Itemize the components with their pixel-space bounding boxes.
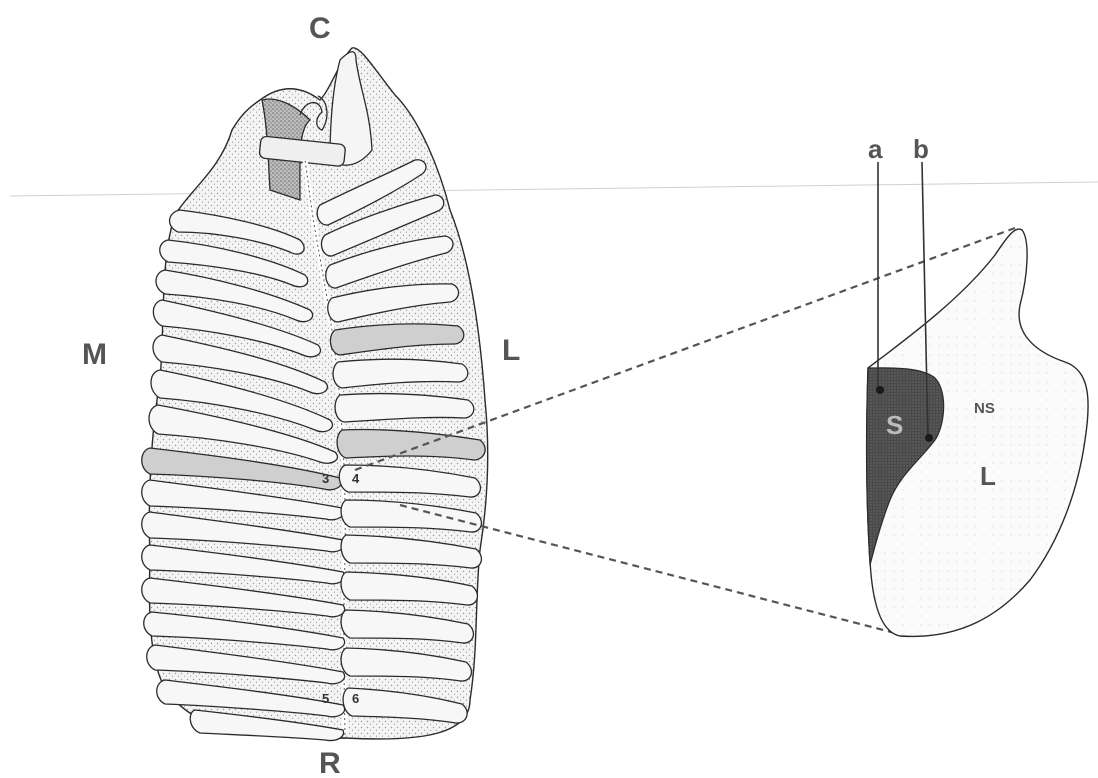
enlarged-section: a b S NS L [867,134,1088,636]
point-b-marker [925,434,933,442]
fold [335,394,474,422]
label-rostral: R [319,747,341,778]
fold-number-5: 5 [322,691,329,706]
point-a-marker [876,386,884,394]
label-lateral: L [502,334,520,367]
label-caudal: C [309,12,331,45]
background-rule-line [10,182,1098,196]
label-region-ns: NS [974,400,995,417]
folded-structure: 3 4 5 6 [142,48,488,741]
fold-number-4: 4 [352,471,360,486]
fold-number-3: 3 [322,471,329,486]
label-a: a [868,134,883,164]
label-region-s: S [886,410,903,440]
label-b: b [913,134,929,164]
label-medial: M [82,338,107,371]
fold-number-6: 6 [352,691,359,706]
label-region-l: L [980,461,996,491]
